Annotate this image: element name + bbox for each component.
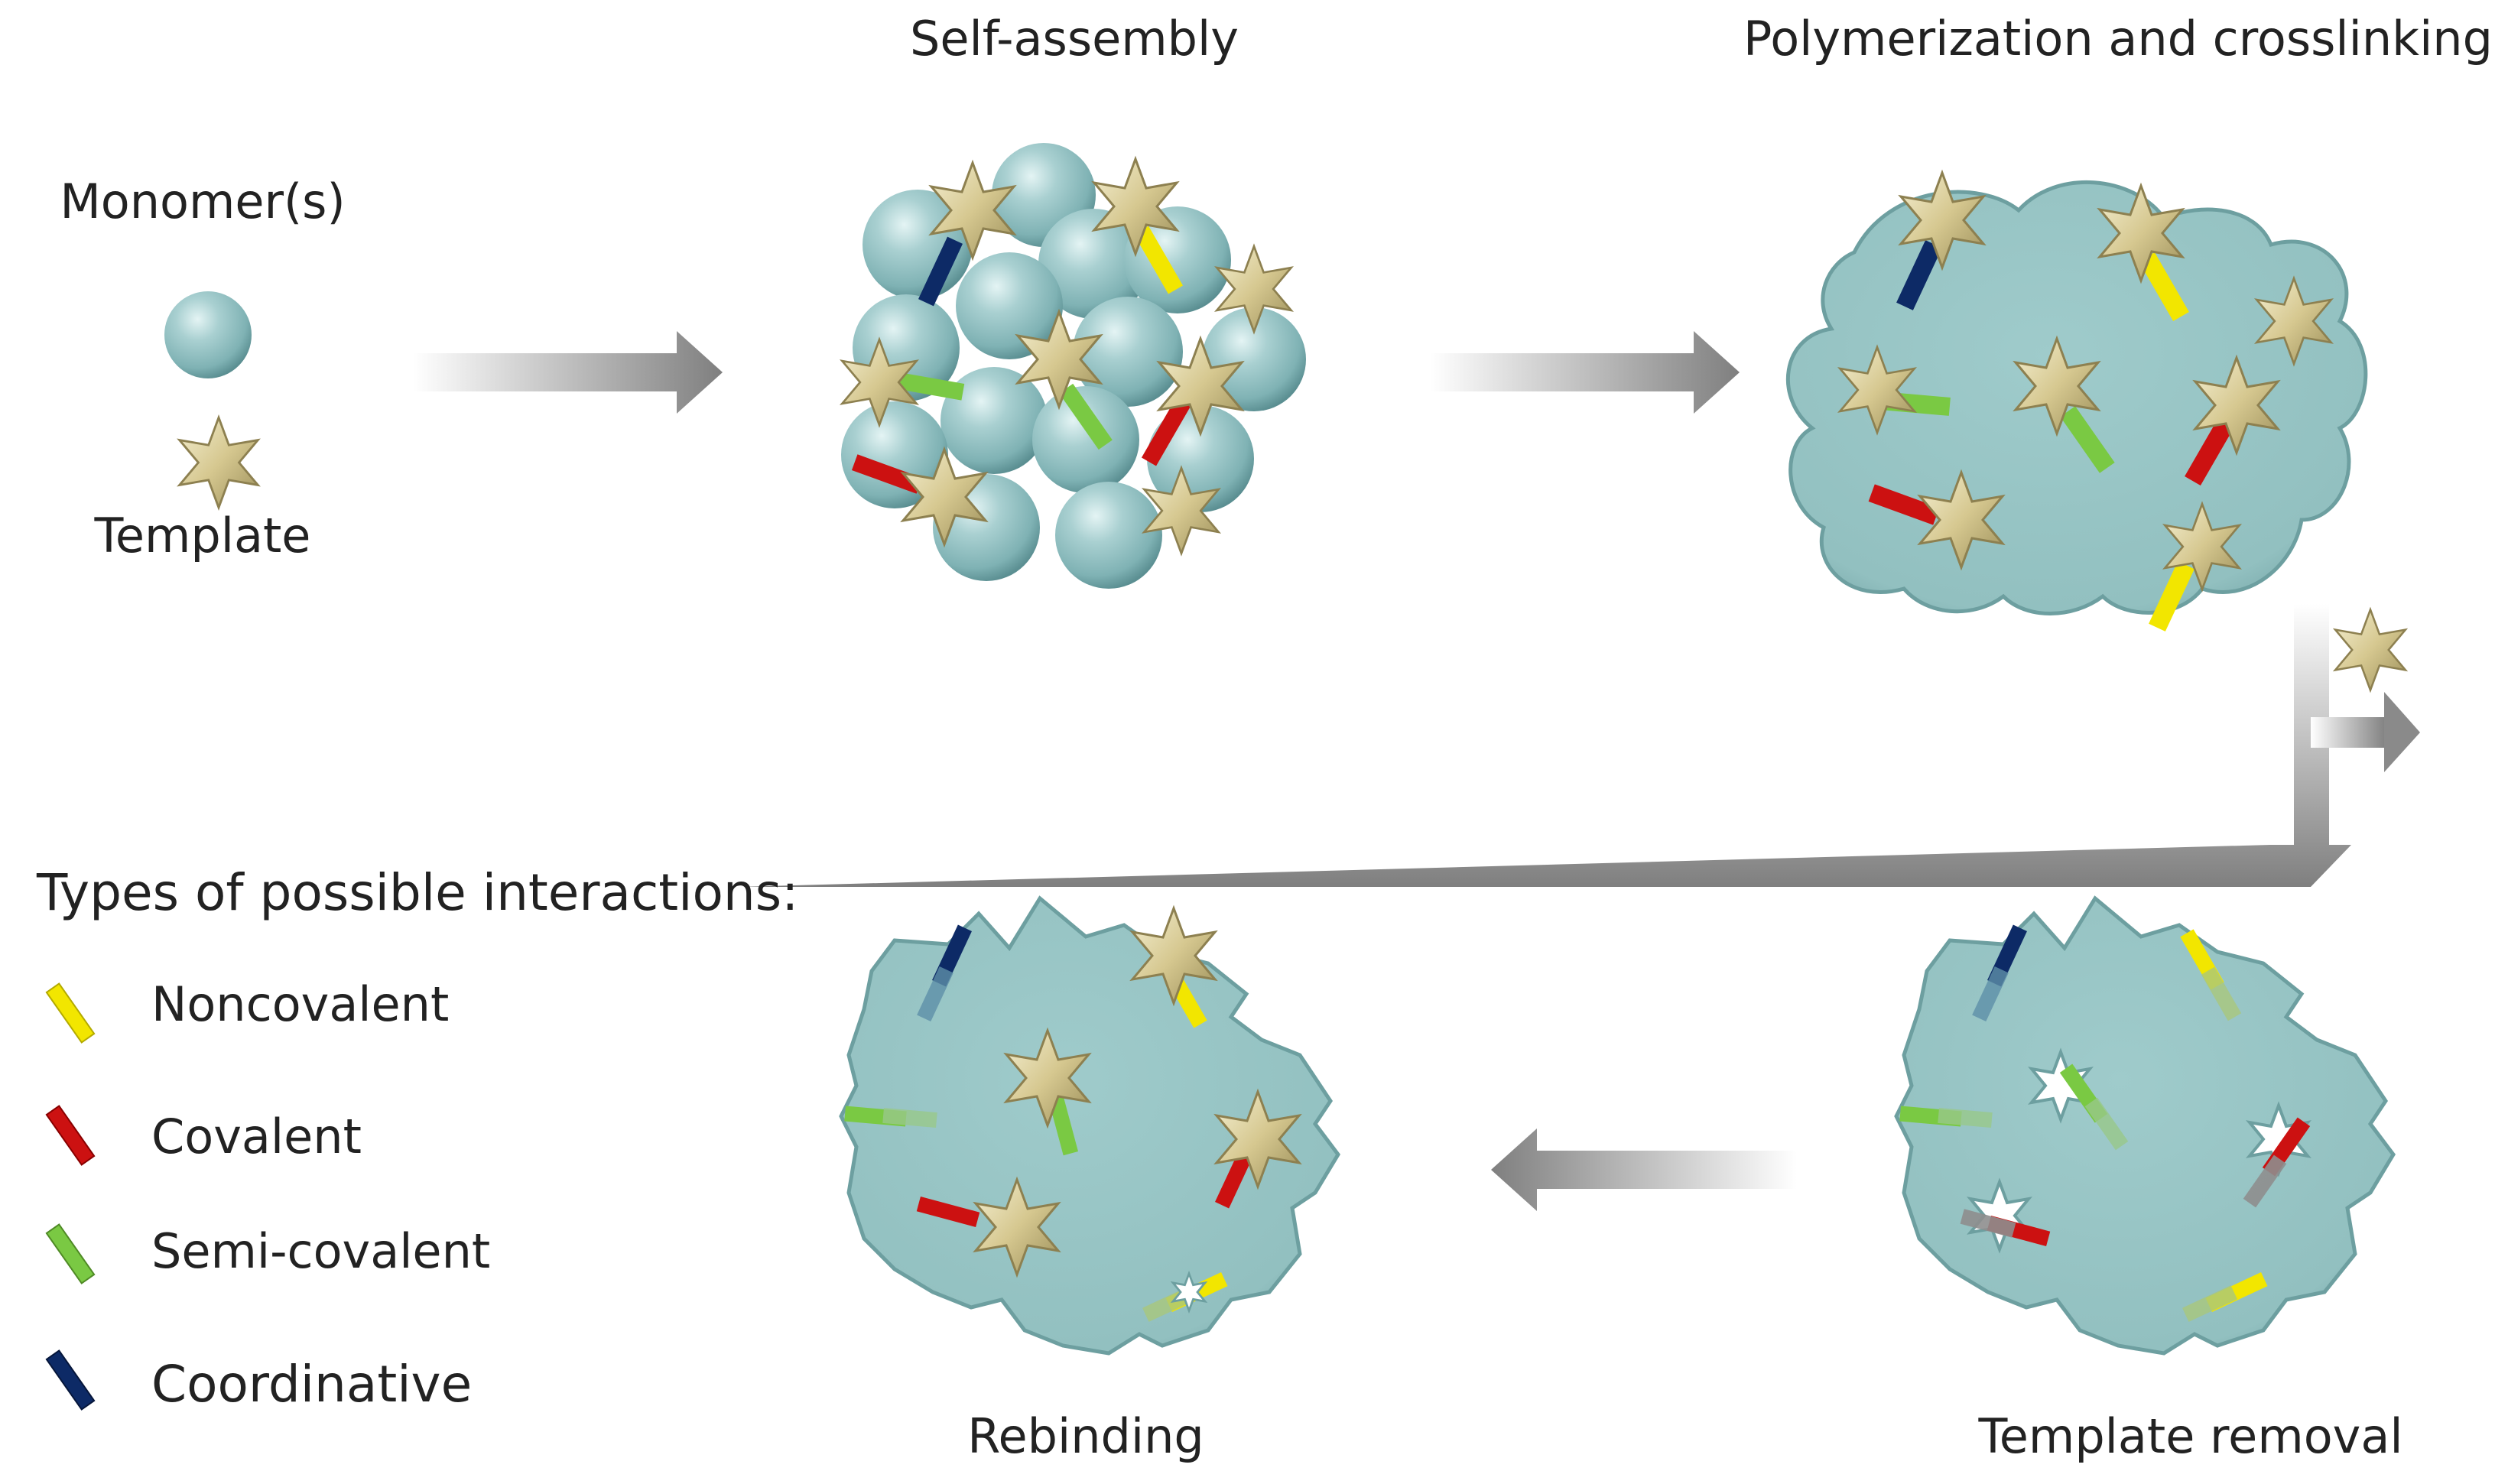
- removed-template-star-icon: [2334, 609, 2407, 691]
- polymerization-label: Polymerization and crosslinking: [1743, 11, 2493, 67]
- template-label: Template: [94, 508, 311, 563]
- template-removal-label: Template removal: [1977, 1408, 2402, 1464]
- star-icon: [178, 416, 259, 509]
- legend-item-noncovalent: Noncovalent: [45, 976, 449, 1044]
- polymerized-particle: [1785, 171, 2368, 632]
- self-assembly-cluster: [841, 143, 1306, 589]
- legend-label-coordinative: Coordinative: [151, 1355, 472, 1414]
- self-assembly-label: Self-assembly: [910, 11, 1239, 67]
- gradient-arrow-icon: [1491, 1128, 1797, 1211]
- interaction-legend: Types of possible interactions: Noncoval…: [36, 863, 798, 1414]
- noncovalent-swatch-icon: [45, 982, 96, 1044]
- gradient-arrow-icon: [740, 604, 2420, 887]
- sphere-icon: [164, 291, 252, 378]
- legend-label-covalent: Covalent: [151, 1109, 362, 1164]
- semi-covalent-swatch-icon: [45, 1223, 96, 1284]
- covalent-swatch-icon: [45, 1105, 96, 1166]
- legend-item-semi-covalent: Semi-covalent: [45, 1223, 490, 1284]
- monomer-label: Monomer(s): [60, 174, 345, 229]
- legend-item-covalent: Covalent: [45, 1105, 362, 1166]
- coordinative-swatch-icon: [45, 1349, 96, 1411]
- template-removed-particle: [1894, 895, 2396, 1356]
- rebinding-label: Rebinding: [967, 1408, 1204, 1464]
- legend-label-semi-covalent: Semi-covalent: [151, 1223, 490, 1279]
- legend-title: Types of possible interactions:: [36, 863, 798, 922]
- rebinding-particle: [839, 895, 1341, 1356]
- legend-label-noncovalent: Noncovalent: [151, 976, 449, 1032]
- legend-item-coordinative: Coordinative: [45, 1349, 472, 1414]
- gradient-arrow-icon: [413, 331, 723, 414]
- gradient-arrow-icon: [1430, 331, 1740, 414]
